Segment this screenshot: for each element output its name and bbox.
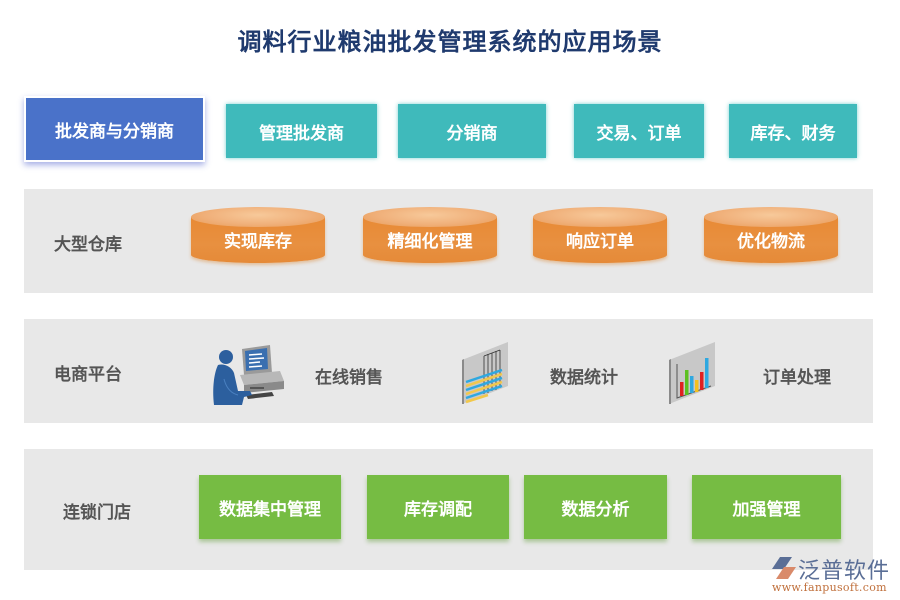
cylinder-respond-orders[interactable]: 响应订单: [533, 207, 667, 269]
cylinder-top: [533, 207, 667, 227]
tab-manage-wholesaler[interactable]: 管理批发商: [226, 104, 377, 158]
data-statistics-text: 数据统计: [550, 368, 618, 388]
cylinder-optimize-logistics[interactable]: 优化物流: [704, 207, 838, 269]
warehouse-row-label: 大型仓库: [54, 235, 122, 255]
cylinder-top: [191, 207, 325, 227]
cylinder-label: 实现库存: [224, 232, 292, 252]
online-sales-text: 在线销售: [315, 368, 383, 388]
cylinder-label: 优化物流: [737, 232, 805, 252]
tab-label: 库存、财务: [750, 123, 836, 144]
cylinder-label: 精细化管理: [387, 232, 473, 252]
box-centralized-data-management[interactable]: 数据集中管理: [199, 475, 341, 539]
box-label: 数据集中管理: [219, 499, 321, 520]
fanpu-logo: 泛普软件 www.fanpusoft.com: [768, 553, 894, 597]
box-label: 数据分析: [561, 499, 630, 520]
ecommerce-row: [24, 319, 873, 423]
tab-label: 批发商与分销商: [55, 121, 174, 142]
data-grid-icon: [458, 338, 512, 408]
cylinder-top: [363, 207, 497, 227]
tab-trade-order[interactable]: 交易、订单: [574, 104, 704, 158]
tab-label: 管理批发商: [259, 123, 344, 144]
logo-name: 泛普软件: [798, 559, 891, 584]
tab-label: 分销商: [446, 123, 498, 144]
box-inventory-allocation[interactable]: 库存调配: [367, 475, 509, 539]
box-strengthen-management[interactable]: 加强管理: [692, 475, 841, 539]
tab-label: 交易、订单: [596, 123, 682, 144]
bar-chart-icon: [665, 338, 719, 408]
box-label: 库存调配: [404, 499, 472, 520]
box-label: 加强管理: [732, 499, 801, 520]
tab-inventory-finance[interactable]: 库存、财务: [729, 104, 857, 158]
ecommerce-row-label: 电商平台: [54, 365, 122, 385]
box-data-analysis[interactable]: 数据分析: [524, 475, 667, 539]
logo-url: www.fanpusoft.com: [772, 581, 887, 594]
page-title: 调料行业粮油批发管理系统的应用场景: [237, 28, 663, 56]
tab-distributor[interactable]: 分销商: [398, 104, 546, 158]
person-computer-icon: [212, 343, 292, 409]
fanpu-logo-icon: [772, 557, 796, 579]
order-processing-text: 订单处理: [763, 368, 831, 388]
cylinder-top: [704, 207, 838, 227]
cylinder-label: 响应订单: [566, 232, 634, 252]
cylinder-refined-management[interactable]: 精细化管理: [363, 207, 497, 269]
chain-store-row-label: 连锁门店: [63, 503, 131, 523]
cylinder-realize-inventory[interactable]: 实现库存: [191, 207, 325, 269]
tab-wholesaler-distributor[interactable]: 批发商与分销商: [24, 96, 205, 162]
